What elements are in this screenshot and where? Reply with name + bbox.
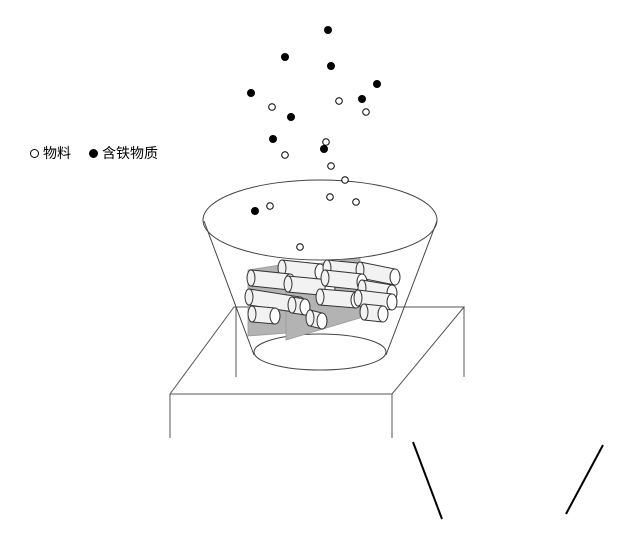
magnetic-rod	[305, 309, 328, 330]
hopper-rim	[202, 179, 438, 261]
filled-circle-icon	[89, 148, 98, 158]
iron-particle	[358, 95, 366, 103]
iron-particle	[251, 207, 259, 215]
material-particle	[335, 97, 343, 105]
material-particle	[281, 151, 289, 159]
hopper	[203, 220, 438, 371]
iron-particle	[281, 53, 289, 61]
material-particle	[296, 243, 304, 251]
magnetic-rod	[247, 305, 281, 325]
material-particle	[352, 198, 360, 206]
iron-particle	[320, 145, 328, 153]
iron-particle	[287, 113, 295, 121]
material-particle	[322, 138, 330, 146]
material-particle	[327, 162, 335, 170]
legend: 物料 含铁物质	[30, 143, 158, 163]
iron-particle	[269, 135, 277, 143]
discharge-chute-lines	[412, 441, 604, 520]
material-particle	[326, 193, 334, 201]
iron-particle	[247, 89, 255, 97]
falling-particles	[247, 26, 381, 251]
magnetic-rod	[359, 303, 389, 323]
iron-particle	[324, 26, 332, 34]
iron-particle	[327, 62, 335, 70]
magnetic-rod	[355, 261, 401, 286]
material-particle	[268, 103, 276, 111]
iron-particle	[373, 80, 381, 88]
material-particle	[341, 176, 349, 184]
magnetic-rod-array	[244, 259, 401, 330]
open-circle-icon	[30, 148, 39, 158]
legend-material-label: 物料	[43, 146, 71, 162]
material-particle	[362, 108, 370, 116]
legend-iron-label: 含铁物质	[102, 146, 158, 162]
material-particle	[266, 202, 274, 210]
